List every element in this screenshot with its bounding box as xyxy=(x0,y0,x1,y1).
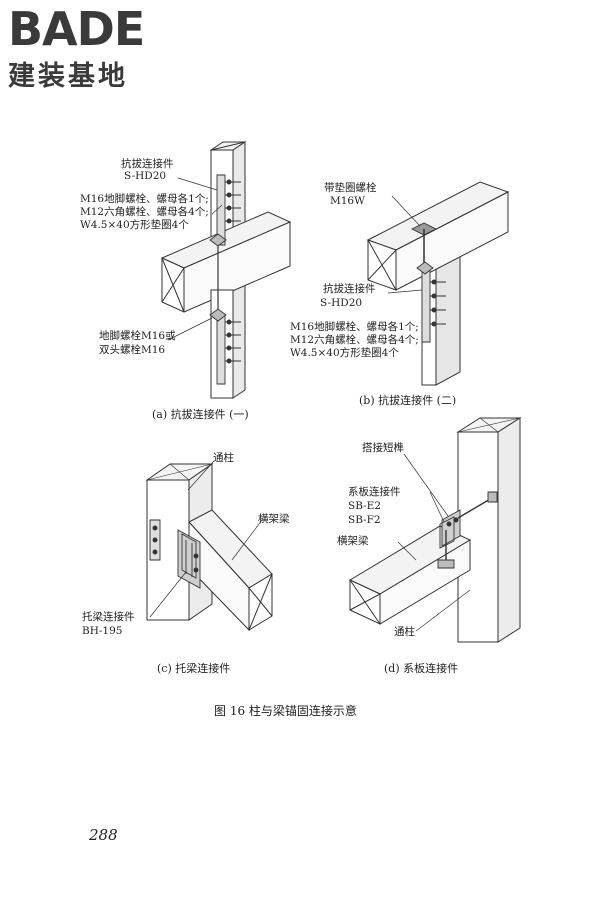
figure-c-hanger xyxy=(150,520,200,588)
figure-d-column xyxy=(458,418,520,642)
figure-a-connector-label: 抗拔连接件 xyxy=(121,158,174,170)
figure-a-spec-line3: W4.5×40方形垫圈4个 xyxy=(80,219,189,231)
figure-d-beam-label: 横架梁 xyxy=(337,535,369,547)
figure-b-drawing xyxy=(368,182,508,385)
page-number: 288 xyxy=(89,826,118,844)
figure-d-tie-code1: SB-E2 xyxy=(348,500,381,512)
figure-a-spec-line2: M12六角螺栓、螺母各4个; xyxy=(80,206,209,218)
figure-b-spec-line2: M12六角螺栓、螺母各4个; xyxy=(290,334,419,346)
figure-a-holddown-upper xyxy=(210,175,241,246)
figure-a-spec-line1: M16地脚螺栓、螺母各1个; xyxy=(80,193,209,205)
figure-d-tie-label: 系板连接件 xyxy=(348,486,401,498)
figure-b-washer-bolt-code: M16W xyxy=(330,195,365,207)
figure-c-hanger-code: BH-195 xyxy=(82,625,123,637)
figure-b-holddown xyxy=(417,262,446,342)
figure-a-leaders xyxy=(168,178,222,340)
figure-a-holddown-lower xyxy=(210,246,241,384)
figure-a-caption: (a) 抗拔连接件 (一) xyxy=(152,408,249,421)
figure-b-leaders xyxy=(388,196,422,293)
figure-c-hanger-label: 托梁连接件 xyxy=(82,611,135,623)
figure-c-beam-label: 横架梁 xyxy=(258,513,290,525)
figure-b-spec-line3: W4.5×40方形垫圈4个 xyxy=(290,347,399,359)
figure-d-splice-label: 搭接短榫 xyxy=(362,442,404,454)
figure-d-column-label: 通柱 xyxy=(394,626,415,638)
figure-a-connector-code: S-HD20 xyxy=(124,170,167,182)
figure-b-washer-bolt xyxy=(412,223,436,265)
figure-c-leaders xyxy=(150,461,262,617)
brand-logo: BADE xyxy=(8,2,145,56)
figure-b-washer-bolt-label: 带垫圈螺栓 xyxy=(324,182,377,194)
figure-a-drawing xyxy=(162,142,290,398)
figure-d-tie-code2: SB-F2 xyxy=(348,514,381,526)
figure-d-caption: (d) 系板连接件 xyxy=(384,662,459,675)
figure-a-anchor-label2: 双头螺栓M16 xyxy=(99,344,166,356)
figure-caption: 图 16 柱与梁锚固连接示意 xyxy=(214,704,357,718)
figure-c-column-label: 通柱 xyxy=(213,452,234,464)
figure-c-beam xyxy=(189,510,272,630)
figure-c-drawing xyxy=(147,461,272,630)
figure-d-tie-plate xyxy=(438,492,497,568)
brand-logo-subtitle: 建装基地 xyxy=(8,61,128,92)
figure-b-caption: (b) 抗拔连接件 (二) xyxy=(359,394,457,407)
figure-a-anchor-label1: 地脚螺栓M16或 xyxy=(99,330,176,342)
figure-b-spec-line1: M16地脚螺栓、螺母各1个; xyxy=(290,321,419,333)
figure-c-caption: (c) 托梁连接件 xyxy=(157,662,231,675)
figure-d-leaders xyxy=(398,454,470,631)
figure-d-drawing xyxy=(350,418,520,642)
figure-b-connector-label: 抗拔连接件 xyxy=(323,283,376,295)
figure-b-connector-code: S-HD20 xyxy=(320,297,363,309)
